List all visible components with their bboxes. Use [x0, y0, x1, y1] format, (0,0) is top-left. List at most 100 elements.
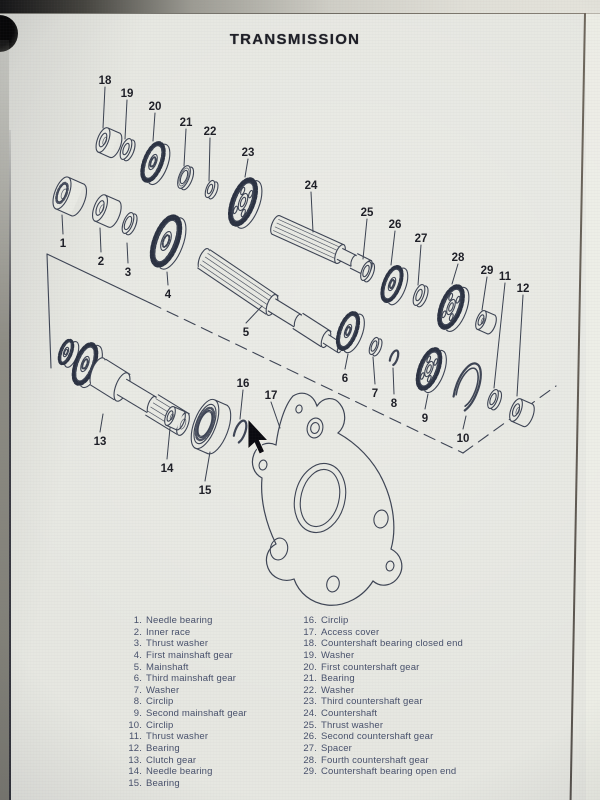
part-27-spacer: [412, 284, 429, 308]
callout-number: 3: [125, 267, 131, 279]
part-28-fourth-countershaft-gear: [437, 283, 470, 332]
part-1-needle-bearing: [52, 176, 88, 217]
part-12-bearing: [509, 398, 535, 428]
part-label: Thrust washer: [321, 719, 384, 731]
parts-list-item: 6. Third mainshaft gear: [124, 673, 300, 685]
part-label: Needle bearing: [146, 615, 213, 626]
callout-number: 6: [342, 373, 348, 385]
part-number: 27.: [303, 742, 317, 754]
part-label: Fourth countershaft gear: [321, 754, 429, 766]
callout-number: 2: [98, 256, 104, 268]
callout-number: 23: [242, 147, 255, 159]
parts-list-item: 18.Countershaft bearing closed end: [299, 638, 539, 650]
part-7-washer: [368, 336, 383, 357]
part-number: 9.: [133, 708, 142, 719]
part-21-bearing: [177, 165, 195, 191]
part-number: 29.: [303, 766, 317, 778]
callout-number: 29: [481, 265, 494, 277]
callout-number: 19: [121, 88, 134, 100]
part-label: Bearing: [146, 777, 180, 789]
part-3-thrust-washer: [121, 212, 138, 236]
assembly-plane-outline: [46, 253, 557, 454]
part-26-second-countershaft-gear: [380, 264, 409, 306]
part-label: First countershaft gear: [321, 661, 420, 673]
callout-number: 28: [452, 252, 465, 264]
part-number: 26.: [303, 731, 317, 743]
parts-list-item: 8.Circlip: [124, 696, 300, 708]
part-number: 8.: [133, 696, 142, 708]
parts-list-item: 4. First mainshaft gear: [124, 650, 300, 662]
part-13-clutch-gear: [57, 338, 190, 436]
callout-number: 17: [265, 390, 278, 402]
part-number: 10.: [128, 719, 142, 731]
part-label: Mainshaft: [146, 661, 189, 673]
photo-left-edge: [0, 40, 9, 800]
page-right-border: [569, 12, 586, 800]
part-22-washer: [204, 179, 219, 200]
part-label: Countershaft bearing open end: [321, 766, 457, 778]
callout-number: 11: [499, 271, 512, 283]
part-label: Second countershaft gear: [321, 731, 434, 743]
part-number: 28.: [303, 754, 317, 766]
part-label: Thrust washer: [146, 731, 209, 743]
parts-list-item: 9. Second mainshaft gear: [124, 708, 300, 720]
parts-list-item: 13. Clutch gear: [124, 755, 300, 767]
callout-number: 4: [165, 289, 172, 301]
parts-list-item: 2.Inner race: [124, 627, 300, 639]
callout-number: 20: [149, 101, 162, 113]
part-24-countershaft: [270, 214, 373, 277]
page-right-margin: [586, 13, 600, 800]
part-number: 21.: [303, 673, 317, 685]
part-label: Washer: [146, 684, 180, 696]
part-number: 6.: [133, 673, 142, 685]
callout-number: 18: [99, 75, 112, 87]
part-number: 1.: [133, 615, 142, 626]
part-number: 14.: [128, 766, 142, 778]
part-number: 18.: [303, 638, 317, 650]
parts-list-item: 24.Countershaft: [299, 708, 539, 720]
part-label: First mainshaft gear: [146, 649, 233, 661]
part-23-third-countershaft-gear: [227, 176, 263, 229]
parts-list-item: 5.Mainshaft: [124, 662, 300, 674]
callout-number: 13: [94, 436, 107, 448]
part-number: 7.: [133, 684, 142, 696]
parts-list-item: 19.Washer: [299, 650, 539, 662]
part-number: 4.: [133, 649, 142, 661]
part-number: 15.: [128, 777, 142, 789]
part-2-inner-race: [91, 194, 122, 228]
part-label: Clutch gear: [146, 754, 197, 766]
part-number: 23.: [303, 696, 317, 708]
parts-list-item: 23.Third countershaft gear: [299, 696, 539, 708]
callout-number: 12: [517, 283, 530, 295]
part-14-needle-bearing: [164, 405, 186, 431]
part-label: Third mainshaft gear: [146, 673, 237, 685]
parts-list-item: 25.Thrust washer: [299, 720, 539, 732]
parts-list-item: 17.Access cover: [299, 627, 539, 639]
callout-number: 7: [372, 388, 378, 400]
part-number: 11.: [129, 731, 142, 743]
callout-number: 1: [60, 238, 67, 250]
parts-list-item: 15. Bearing: [124, 778, 300, 790]
part-label: Washer: [321, 684, 355, 696]
parts-list-item: 3.Thrust washer: [124, 638, 300, 650]
parts-list-item: 10.Circlip: [124, 720, 300, 732]
callout-number: 10: [457, 433, 470, 445]
part-17-access-cover: [251, 392, 403, 606]
part-label: Needle bearing: [146, 766, 213, 778]
part-19-washer: [119, 138, 136, 162]
parts-list-item: 27.Spacer: [299, 743, 539, 755]
mouse-cursor-icon: [247, 417, 270, 455]
part-16-circlip: [232, 419, 248, 445]
parts-list-item: 21.Bearing: [299, 673, 539, 685]
callout-number: 26: [389, 219, 402, 231]
callout-number: 8: [391, 398, 398, 410]
callout-number: 22: [204, 126, 217, 138]
part-8-circlip: [388, 349, 400, 367]
part-label: Second mainshaft gear: [146, 708, 247, 719]
part-number: 13.: [128, 754, 142, 766]
part-label: Bearing: [146, 742, 180, 754]
part-18-countershaft-bearing-closed-end: [95, 127, 123, 159]
page-title: TRANSMISSION: [229, 31, 361, 48]
